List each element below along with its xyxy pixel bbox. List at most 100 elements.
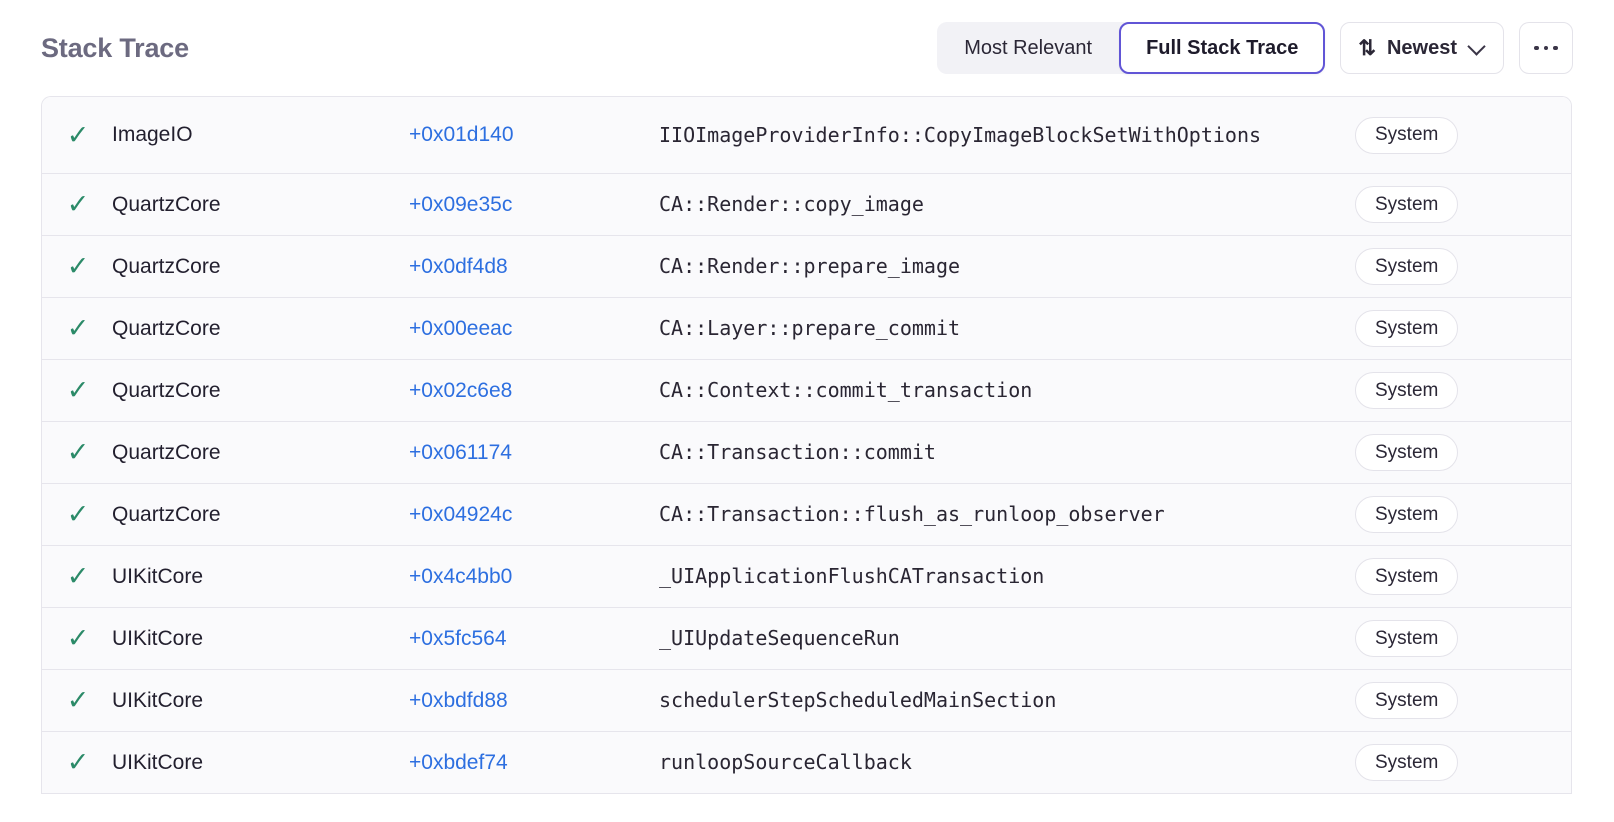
more-options-icon-dot3 (1553, 45, 1558, 51)
row-check-cell: ✓ (42, 501, 106, 528)
status-badge: System (1355, 186, 1459, 223)
function-symbol: _UIUpdateSequenceRun (659, 626, 900, 650)
checkmark-icon: ✓ (66, 499, 90, 529)
segment-most-relevant[interactable]: Most Relevant (964, 36, 1093, 59)
table-row[interactable]: ✓ UIKitCore +0x5fc564 _UIUpdateSequenceRun S… (42, 608, 1571, 670)
badge-cell: System (1349, 744, 1515, 781)
module-name: ImageIO (112, 123, 193, 146)
badge-cell: System (1349, 434, 1515, 471)
module-name: UIKitCore (112, 564, 204, 588)
status-badge: System (1355, 116, 1459, 154)
frame-offset-link[interactable]: +0x061174 (409, 440, 512, 464)
status-badge: System (1355, 434, 1459, 471)
table-row[interactable]: ✓ QuartzCore +0x061174 CA::Transaction::com… (42, 422, 1571, 484)
checkmark-icon: ✓ (66, 251, 90, 281)
badge-cell: System (1349, 496, 1515, 533)
table-row[interactable]: ✓UIKitCore+0x4c4bb0_UIApplicationFlushCA… (42, 546, 1571, 608)
row-check-cell: ✓ (42, 377, 106, 404)
function-symbol: schedulerStepScheduledMainSection (659, 688, 1057, 712)
checkmark-icon: ✓ (66, 313, 90, 343)
module-name: QuartzCore (112, 440, 221, 464)
row-check-cell: ✓ (42, 625, 106, 652)
badge-cell: System (1349, 558, 1515, 595)
panel-header: Stack Trace Most Relevant Full Stack Tra… (0, 0, 1614, 96)
row-check-cell: ✓ (42, 253, 106, 280)
badge-cell: System (1349, 310, 1515, 347)
badge-cell: System (1349, 682, 1515, 719)
badge-cell: System (1349, 620, 1515, 657)
page-title: Stack Trace (41, 33, 189, 63)
checkmark-icon: ✓ (66, 119, 90, 150)
sort-dropdown-label: Newest (1386, 36, 1457, 59)
more-options-icon (1534, 45, 1539, 51)
status-badge: System (1355, 310, 1459, 347)
module-name: QuartzCore (112, 378, 221, 402)
function-symbol: IIOImageProviderInfo::CopyImageBlockSetW… (659, 122, 1262, 147)
frame-offset-link[interactable]: +0xbdef74 (409, 750, 508, 774)
frame-offset-link[interactable]: +0x04924c (409, 502, 513, 526)
status-badge: System (1355, 248, 1459, 285)
row-check-cell: ✓ (42, 439, 106, 466)
row-check-cell: ✓ (42, 191, 106, 218)
module-name: QuartzCore (112, 316, 221, 340)
module-name: QuartzCore (112, 254, 221, 278)
badge-cell: System (1349, 372, 1515, 409)
frame-offset-link[interactable]: +0x00eeac (409, 316, 513, 340)
checkmark-icon: ✓ (66, 375, 90, 405)
function-symbol: CA::Context::commit_transaction (659, 378, 1033, 402)
status-badge: System (1355, 620, 1459, 657)
chevron-down-icon (1469, 38, 1484, 53)
checkmark-icon: ✓ (66, 189, 90, 219)
module-name: QuartzCore (112, 502, 221, 526)
row-check-cell: ✓ (42, 315, 106, 342)
checkmark-icon: ✓ (66, 685, 90, 715)
table-row[interactable]: ✓ UIKitCore +0xbdfd88 schedulerStepSchedule… (42, 670, 1571, 732)
checkmark-icon: ✓ (66, 437, 90, 467)
frame-offset-link[interactable]: +0xbdfd88 (409, 688, 508, 712)
status-badge: System (1355, 744, 1459, 781)
status-badge: System (1355, 372, 1459, 409)
checkmark-icon: ✓ (66, 561, 90, 591)
table-row[interactable]: ✓ QuartzCore +0x04924c CA::Transaction::flu… (42, 484, 1571, 546)
frame-offset-link[interactable]: +0x09e35c (409, 192, 513, 216)
function-symbol: runloopSourceCallback (659, 750, 912, 774)
checkmark-icon: ✓ (66, 623, 90, 653)
module-name: UIKitCore (112, 688, 204, 712)
row-check-cell: ✓ (42, 119, 106, 150)
table-row[interactable]: ✓ QuartzCore +0x00eeac CA::Layer::prepare_c… (42, 298, 1571, 360)
badge-cell: System (1349, 248, 1515, 285)
function-symbol: CA::Transaction::commit (659, 440, 936, 464)
frame-offset-link[interactable]: +0x4c4bb0 (409, 564, 513, 588)
sort-arrows-icon: ⇅ (1358, 36, 1376, 60)
frame-offset-link[interactable]: +0x02c6e8 (409, 378, 513, 402)
table-row[interactable]: ✓ QuartzCore +0x02c6e8 CA::Context::commit_… (42, 360, 1571, 422)
frame-offset-link[interactable]: +0x5fc564 (409, 626, 507, 650)
row-check-cell: ✓ (42, 563, 106, 590)
view-mode-segmented-control[interactable]: Most Relevant Full Stack Trace (937, 22, 1326, 74)
badge-cell: System (1349, 116, 1515, 154)
table-row[interactable]: ✓ ImageIO +0x01d140 IIOImageProviderInfo::C… (42, 97, 1571, 174)
module-name: UIKitCore (112, 750, 204, 774)
more-options-icon-dot2 (1543, 45, 1549, 51)
checkmark-icon: ✓ (66, 747, 90, 777)
table-row[interactable]: ✓ UIKitCore +0xbdef74 runloopSourceCallback… (42, 732, 1571, 794)
function-symbol: CA::Render::copy_image (659, 192, 924, 216)
function-symbol: CA::Layer::prepare_commit (659, 316, 961, 340)
row-check-cell: ✓ (42, 687, 106, 714)
function-symbol: CA::Transaction::flush_as_runloop_observ… (659, 502, 1165, 526)
frame-offset-link[interactable]: +0x01d140 (409, 123, 514, 146)
module-name: UIKitCore (112, 626, 204, 650)
status-badge: System (1355, 558, 1459, 595)
module-name: QuartzCore (112, 192, 221, 216)
more-options-button[interactable] (1519, 22, 1573, 74)
status-badge: System (1355, 496, 1459, 533)
frame-offset-link[interactable]: +0x0df4d8 (409, 254, 508, 278)
table-row[interactable]: ✓ QuartzCore +0x09e35c CA::Render::copy_ima… (42, 174, 1571, 236)
status-badge: System (1355, 682, 1459, 719)
badge-cell: System (1349, 186, 1515, 223)
sort-dropdown-button[interactable]: ⇅ Newest (1340, 22, 1504, 74)
row-check-cell: ✓ (42, 749, 106, 776)
segment-full-stack-trace[interactable]: Full Stack Trace (1119, 22, 1326, 74)
